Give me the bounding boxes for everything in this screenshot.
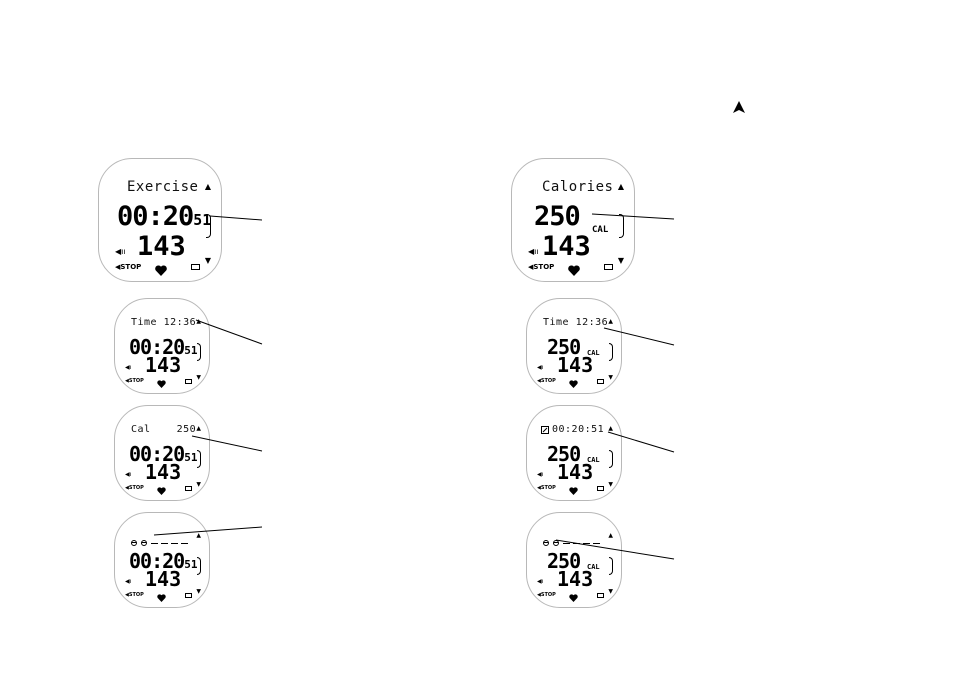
watch-display-dots: ▲ 00:2051 ◀ı 143 ▼ ◀STOP [114, 512, 210, 608]
stop-label: ◀STOP [537, 592, 556, 598]
elapsed-time: 00:2051 [129, 335, 198, 359]
stop-label: ◀STOP [125, 592, 144, 598]
sound-icon: ◀ıı [528, 247, 539, 256]
arrow-up-icon: ▲ [608, 318, 613, 325]
sound-icon: ◀ı [537, 364, 544, 371]
arrow-up-icon: ▲ [204, 182, 211, 191]
watch-display-time-cal: Time 12:36 ▲ 250 CAL ◀ı 143 ▼ ◀STOP [526, 298, 622, 394]
arrow-down-icon: ▼ [608, 481, 613, 488]
callout-line [603, 327, 675, 346]
stop-label: ◀STOP [528, 263, 555, 271]
watch-display-calories-main: Calories ▲ 250 CAL ◀ıı 143 ▼ ◀STOP [511, 158, 635, 282]
heart-rate: 143 [557, 353, 594, 377]
sound-icon: ◀ı [537, 578, 544, 585]
arrow-down-icon: ▼ [608, 374, 613, 381]
cal-unit: CAL [592, 225, 609, 235]
callout-line [191, 435, 263, 452]
arrow-down-icon: ▼ [204, 256, 211, 265]
stop-label: ◀STOP [115, 263, 142, 271]
watch-display-exercise: Exercise ▲ 00:2051 ◀ıı 143 ▼ ◀STOP [98, 158, 222, 282]
callout-line [195, 319, 263, 345]
heart-icon [157, 380, 166, 388]
watch-display-time: Time 12:36 ▲ 00:2051 ◀ı 143 ▼ ◀STOP [114, 298, 210, 394]
bracket-icon [619, 214, 624, 238]
heart-icon [157, 594, 166, 602]
heart-icon [569, 594, 578, 602]
battery-icon [597, 379, 604, 384]
heart-rate: 143 [145, 567, 182, 591]
arrow-up-icon: ▲ [617, 182, 624, 191]
sound-icon: ◀ıı [115, 247, 126, 256]
dot-icon [131, 539, 137, 546]
dot-icon [543, 539, 549, 546]
arrow-down-icon: ▼ [608, 588, 613, 595]
watch-title: Time 12:36 [543, 317, 609, 328]
calories-value: 250 [547, 549, 581, 573]
heart-icon [157, 487, 166, 495]
watch-display-calories: Cal 250 ▲ 00:2051 ◀ı 143 ▼ ◀STOP [114, 405, 210, 501]
sound-icon: ◀ı [125, 471, 132, 478]
callout-line [209, 215, 263, 221]
heart-rate: 143 [557, 567, 594, 591]
arrow-up-icon: ▲ [196, 425, 201, 432]
heart-icon [568, 265, 580, 276]
arrow-down-icon: ▼ [196, 374, 201, 381]
watch-display-dots-cal: ▲ 250 CAL ◀ı 143 ▼ ◀STOP [526, 512, 622, 608]
cal-unit: CAL [587, 456, 600, 464]
heart-icon [569, 380, 578, 388]
heart-icon [569, 487, 578, 495]
heart-rate: 143 [145, 353, 182, 377]
battery-icon [191, 264, 200, 270]
callout-line [591, 213, 675, 220]
arrow-down-icon: ▼ [196, 481, 201, 488]
callout-line [607, 431, 675, 453]
sound-icon: ◀ı [125, 364, 132, 371]
dash-row [151, 533, 191, 552]
battery-icon [604, 264, 613, 270]
elapsed-time: 00:2051 [129, 549, 198, 573]
arrow-up-icon: ▲ [608, 532, 613, 539]
calories-value: 250 [547, 442, 581, 466]
stop-label: ◀STOP [125, 378, 144, 384]
arrow-down-icon: ▼ [617, 256, 624, 265]
arrow-up-icon: ▲ [608, 425, 613, 432]
arrow-down-icon: ▼ [196, 588, 201, 595]
elapsed-time: 00:2051 [129, 442, 198, 466]
battery-icon [597, 593, 604, 598]
sound-icon: ◀ı [537, 471, 544, 478]
heart-rate: 143 [542, 231, 591, 262]
bracket-icon [206, 214, 211, 238]
dot-icon [141, 539, 147, 546]
watch-title: Calories [542, 179, 614, 195]
watch-display-stopwatch-cal: 00:20:51 ▲ 250 CAL ◀ı 143 ▼ ◀STOP [526, 405, 622, 501]
heart-rate: 143 [145, 460, 182, 484]
heart-icon [155, 265, 167, 276]
watch-title: Exercise [127, 179, 199, 195]
watch-title: 00:20:51 [552, 424, 605, 435]
arrow-up-icon [733, 101, 745, 113]
cal-unit: CAL [587, 349, 600, 357]
watch-title: Cal 250 [131, 424, 197, 435]
battery-icon [597, 486, 604, 491]
callout-line [555, 539, 675, 560]
stopwatch-icon [541, 426, 549, 434]
callout-line [153, 526, 263, 536]
battery-icon [185, 593, 192, 598]
stop-label: ◀STOP [125, 485, 144, 491]
stop-label: ◀STOP [537, 485, 556, 491]
cal-unit: CAL [587, 563, 600, 571]
battery-icon [185, 486, 192, 491]
calories-value: 250 [547, 335, 581, 359]
heart-rate: 143 [557, 460, 594, 484]
arrow-up-icon: ▲ [196, 532, 201, 539]
progress-dots [131, 533, 191, 552]
calories-value: 250 [534, 201, 581, 232]
heart-rate: 143 [137, 231, 186, 262]
battery-icon [185, 379, 192, 384]
watch-title: Time 12:36 [131, 317, 197, 328]
stop-label: ◀STOP [537, 378, 556, 384]
sound-icon: ◀ı [125, 578, 132, 585]
